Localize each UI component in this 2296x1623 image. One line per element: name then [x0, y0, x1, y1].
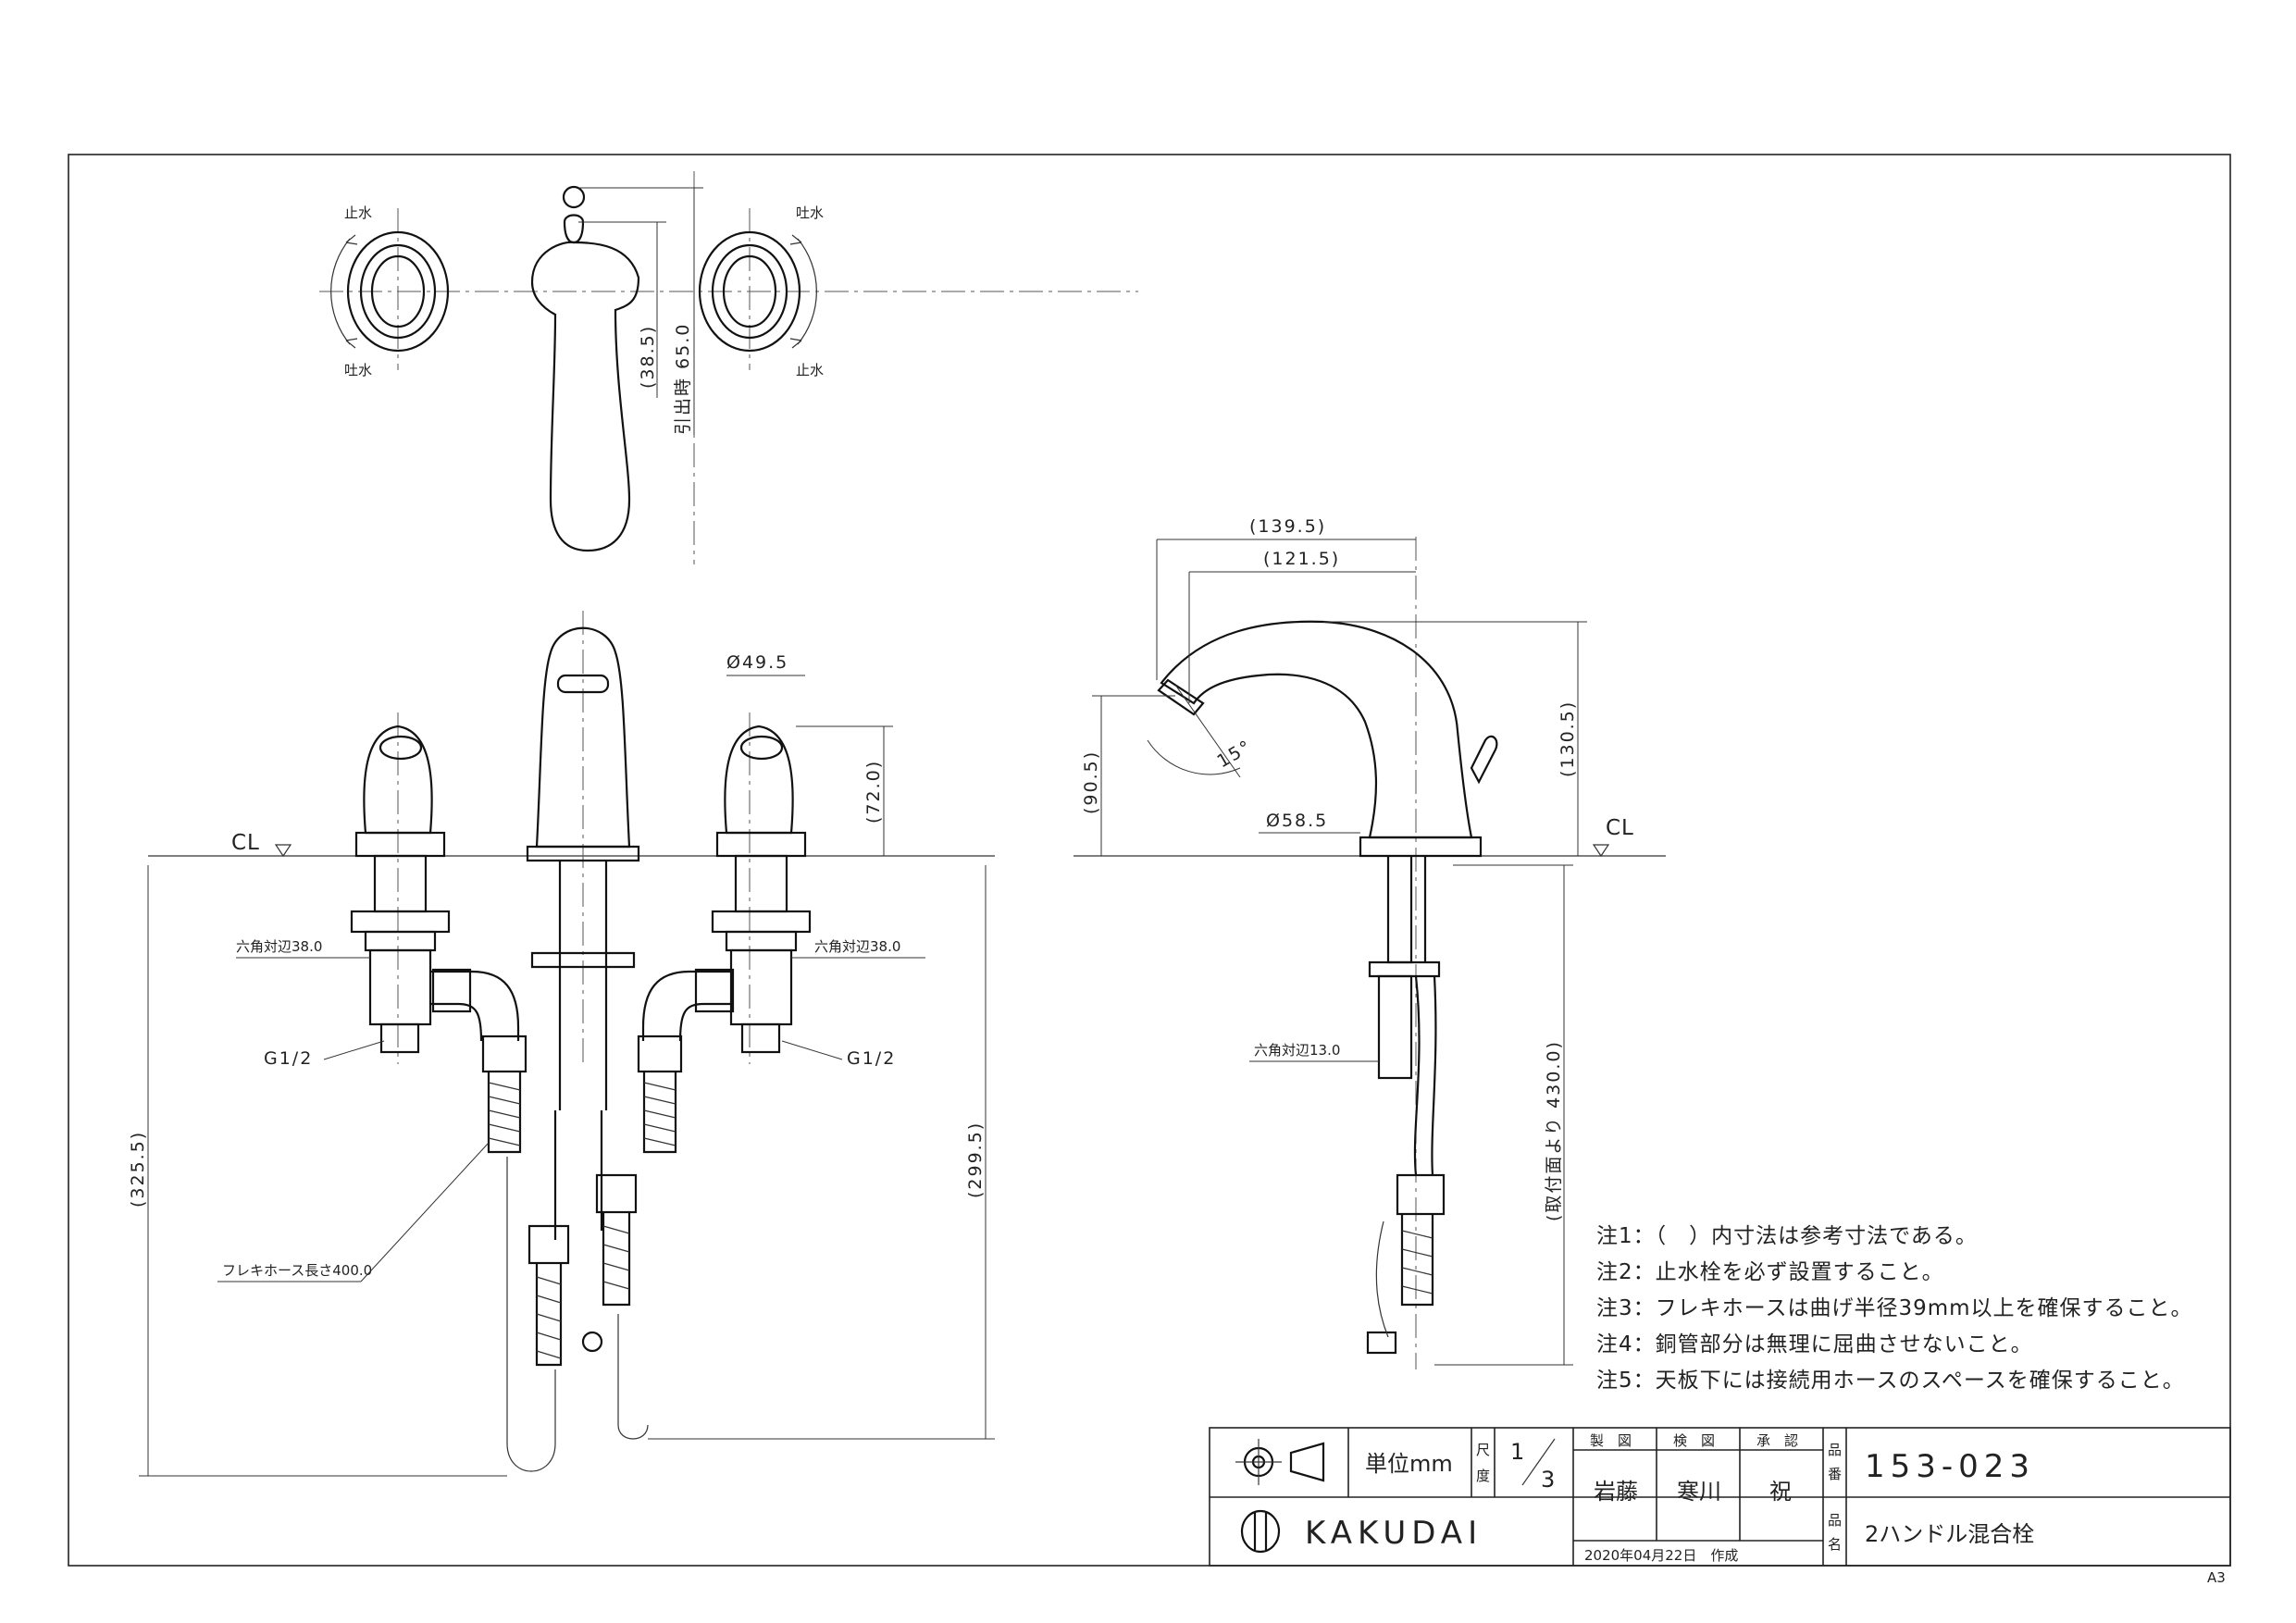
left-spout-water-label: 吐水: [344, 362, 372, 378]
drawn-by: 岩藤: [1594, 1479, 1638, 1505]
unit-label: 単位mm: [1365, 1451, 1453, 1477]
checked-label: 検 図: [1673, 1432, 1715, 1449]
handle-height-dimension: (72.0): [863, 760, 884, 824]
left-depth-dimension: (325.5): [128, 1131, 148, 1208]
projection-symbol-icon: [1235, 1439, 1325, 1485]
side-view: CL (139.5) (121.5) (90.5): [1074, 516, 1666, 1369]
part-name: 2ハンドル混合栓: [1865, 1521, 2034, 1547]
drawn-label: 製 図: [1590, 1432, 1632, 1449]
part-name-label-2: 名: [1828, 1536, 1842, 1553]
right-depth-dimension: (299.5): [965, 1121, 986, 1198]
left-thread-label: G1/2: [264, 1048, 313, 1069]
part-name-label-1: 品: [1828, 1512, 1842, 1529]
company-name: KAKUDAI: [1305, 1515, 1483, 1552]
right-handle-front: [637, 725, 812, 1154]
hex-nut-label: 六角対辺13.0: [1254, 1042, 1340, 1059]
front-cl-label: CL: [231, 831, 260, 855]
left-handle-front: [350, 725, 527, 1154]
spout-draw-dimension: 引出時 65.0: [673, 323, 693, 435]
checked-by: 寒川: [1677, 1479, 1721, 1505]
base-diameter-dimension: Ø58.5: [1266, 811, 1328, 831]
left-handle-top: 止水 吐水: [330, 204, 450, 378]
note-3: 注3：フレキホースは曲げ半径39mm以上を確保すること。: [1596, 1296, 2193, 1320]
hose-length-label: フレキホース長さ400.0: [222, 1262, 372, 1279]
note-4: 注4：銅管部分は無理に屈曲させないこと。: [1596, 1332, 2033, 1357]
approved-by: 祝: [1769, 1479, 1792, 1505]
part-no-label-2: 番: [1828, 1466, 1842, 1482]
note-5: 注5：天板下には接続用ホースのスペースを確保すること。: [1596, 1369, 2185, 1393]
front-view: CL: [128, 611, 995, 1477]
right-spout-water-label: 吐水: [796, 204, 824, 221]
spout-front: [506, 626, 649, 1472]
right-handle-top: 吐水 止水: [698, 204, 824, 378]
note-1: 注1：（ ）内寸法は参考寸法である。: [1596, 1224, 1978, 1248]
part-number: 153-023: [1865, 1448, 2035, 1485]
right-stop-water-label: 止水: [796, 362, 824, 378]
scale-numerator: 1: [1510, 1439, 1524, 1465]
total-height-dimension: (130.5): [1558, 700, 1578, 777]
hose-dimension: (取付面より 430.0): [1544, 1040, 1564, 1221]
created-date: 2020年04月22日 作成: [1584, 1547, 1738, 1564]
spout-height-dimension: (90.5): [1081, 750, 1101, 814]
note-2: 注2：止水栓を必ず設置すること。: [1596, 1260, 1944, 1284]
left-hex-label: 六角対辺38.0: [236, 938, 322, 955]
scale-label-2: 度: [1476, 1468, 1490, 1484]
spout-top: [530, 185, 640, 552]
right-hex-label: 六角対辺38.0: [814, 938, 900, 955]
spout-side: [1157, 620, 1498, 1355]
title-block: 単位mm 尺 度 1 3 製 図 検 図 承 認 岩藤 寒川 祝 品 番 153…: [1209, 1427, 2231, 1567]
company-logo-icon: [1240, 1509, 1281, 1554]
angle-label: 15°: [1214, 736, 1256, 772]
sheet-size: A3: [2207, 1569, 2226, 1586]
side-cl-label: CL: [1606, 816, 1634, 840]
reach-dimension: (121.5): [1263, 549, 1340, 569]
scale-denominator: 3: [1541, 1467, 1555, 1493]
notes: 注1：（ ）内寸法は参考寸法である。 注2：止水栓を必ず設置すること。 注3：フ…: [1596, 1224, 2193, 1393]
top-view: 止水 吐水 吐水 止水 (38.5) 引出時 65.0: [319, 171, 1138, 564]
drawing-frame: [68, 154, 2231, 1567]
reach-total-dimension: (139.5): [1249, 516, 1326, 537]
left-stop-water-label: 止水: [344, 204, 372, 221]
right-thread-label: G1/2: [847, 1048, 896, 1069]
part-no-label-1: 品: [1828, 1442, 1842, 1458]
scale-label-1: 尺: [1476, 1442, 1490, 1458]
approved-label: 承 認: [1756, 1432, 1798, 1449]
spout-offset-dimension: (38.5): [638, 325, 658, 389]
handle-diameter-dimension: Ø49.5: [726, 652, 788, 673]
